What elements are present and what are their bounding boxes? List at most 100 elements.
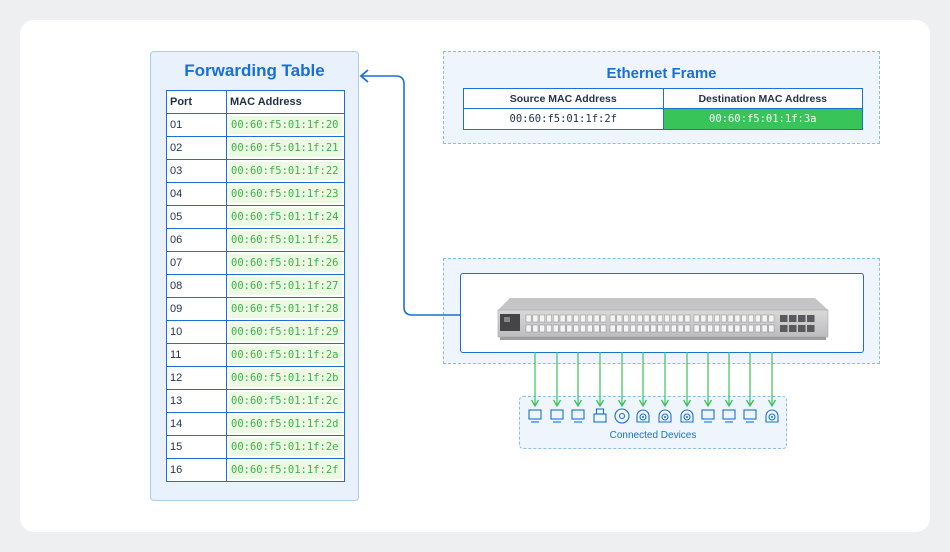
- switch-port: [643, 324, 649, 332]
- connected-devices-panel: Connected Devices: [519, 396, 787, 449]
- switch-port: [616, 324, 622, 332]
- switch-port: [538, 324, 545, 332]
- mac-value: 00:60:f5:01:1f:20: [229, 115, 342, 134]
- mac-cell: 00:60:f5:01:1f:2f: [226, 457, 345, 482]
- switch-port: [713, 314, 720, 322]
- ethernet-frame-panel: Ethernet Frame Source MAC Address Destin…: [443, 51, 880, 144]
- mac-cell: 00:60:f5:01:1f:2b: [226, 365, 345, 390]
- device-link-arrowhead: [638, 399, 648, 408]
- switch-port: [616, 314, 622, 322]
- device-link-arrowhead: [767, 399, 777, 408]
- switch-port: [538, 314, 545, 322]
- device-link-arrowhead: [682, 399, 692, 408]
- switch-port: [670, 314, 677, 322]
- switch-port: [740, 314, 747, 322]
- switch-port: [566, 314, 572, 322]
- switch-port: [600, 314, 606, 322]
- sfp-port: [797, 314, 805, 322]
- switch-port: [670, 324, 677, 332]
- switch-port: [761, 314, 767, 322]
- device-link-arrowhead: [530, 399, 540, 408]
- device-link-arrowhead: [660, 399, 670, 408]
- security-camera-icon: [765, 409, 779, 423]
- mac-cell: 00:60:f5:01:1f:2d: [226, 411, 345, 436]
- printer-icon: [593, 408, 607, 423]
- switch-port: [586, 314, 593, 322]
- sfp-port: [779, 324, 787, 332]
- port-cell: 14: [166, 411, 227, 436]
- switch-port: [609, 324, 615, 332]
- switch-port: [545, 324, 552, 332]
- ethernet-frame-title: Ethernet Frame: [606, 65, 717, 82]
- mac-value: 00:60:f5:01:1f:26: [229, 253, 342, 272]
- mac-cell: 00:60:f5:01:1f:27: [226, 273, 345, 298]
- switch-port: [622, 324, 629, 332]
- monitor-icon: [528, 409, 542, 423]
- switch-port: [600, 324, 606, 332]
- device-link-arrowhead: [724, 399, 734, 408]
- switch-port: [532, 324, 538, 332]
- switch-frame: [460, 273, 864, 353]
- switch-port: [532, 314, 538, 322]
- sfp-port: [788, 314, 796, 322]
- mac-value: 00:60:f5:01:1f:2a: [229, 345, 342, 364]
- device-link-arrowhead: [745, 399, 755, 408]
- switch-port: [740, 324, 747, 332]
- security-camera-icon: [680, 409, 694, 423]
- switch-panel: [443, 258, 880, 364]
- switch-to-table-arrow: [362, 75, 460, 316]
- switch-port: [525, 324, 531, 332]
- switch-port: [768, 314, 774, 322]
- switch-port: [593, 314, 599, 322]
- mac-value: 00:60:f5:01:1f:25: [229, 230, 342, 249]
- mac-cell: 00:60:f5:01:1f:2e: [226, 434, 345, 459]
- switch-port: [656, 324, 663, 332]
- mac-value: 00:60:f5:01:1f:22: [229, 161, 342, 180]
- switch-port: [572, 324, 579, 332]
- switch-port: [525, 314, 531, 322]
- switch-port: [754, 314, 761, 322]
- switch-port: [579, 324, 586, 332]
- switch-port: [693, 324, 699, 332]
- switch-port: [566, 324, 572, 332]
- mac-value: 00:60:f5:01:1f:28: [229, 299, 342, 318]
- mac-value: 00:60:f5:01:1f:23: [229, 184, 342, 203]
- monitor-icon: [701, 409, 715, 423]
- ethernet-frame-table: Source MAC Address Destination MAC Addre…: [463, 88, 863, 130]
- switch-port: [747, 314, 754, 322]
- switch-port: [754, 324, 761, 332]
- device-link-arrowhead: [617, 399, 627, 408]
- switch-port: [663, 324, 670, 332]
- switch-port: [768, 324, 774, 332]
- switch-port: [643, 314, 649, 322]
- port-cell: 10: [166, 319, 227, 344]
- switch-port: [684, 314, 690, 322]
- switch-port: [727, 314, 733, 322]
- switch-port: [579, 314, 586, 322]
- sfp-port: [806, 324, 814, 332]
- monitor-icon: [743, 409, 757, 423]
- switch-port: [684, 324, 690, 332]
- mac-value: 00:60:f5:01:1f:27: [229, 276, 342, 295]
- security-camera-icon: [658, 409, 672, 423]
- sfp-port: [806, 314, 814, 322]
- switch-port: [629, 324, 636, 332]
- mac-cell: 00:60:f5:01:1f:23: [226, 181, 345, 206]
- switch-port: [734, 324, 740, 332]
- switch-port: [545, 314, 552, 322]
- port-column-header: Port: [166, 90, 227, 114]
- mac-cell: 00:60:f5:01:1f:25: [226, 227, 345, 252]
- monitor-icon: [571, 409, 585, 423]
- arrow-head: [359, 69, 369, 83]
- port-cell: 16: [166, 457, 227, 482]
